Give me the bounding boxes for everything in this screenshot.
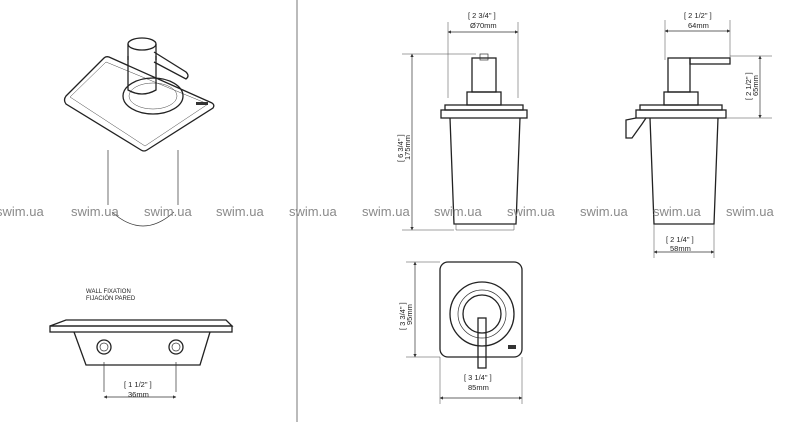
- side-view: [ 2 1/2" ] 64mm [ 2 1/2" ] 65mm [ 2 1/4"…: [625, 11, 772, 258]
- front-width-inches: [ 2 3/4" ]: [468, 11, 496, 20]
- top-view: [ 3 3/4" ] 95mm [ 3 1/4" ] 85mm: [398, 261, 523, 404]
- front-view: [ 2 3/4" ] Ø70mm [ 6 3/4" ] 175mm: [396, 11, 528, 231]
- watermark-text: swim.ua: [507, 204, 555, 219]
- wall-fixation-label-en: WALL FIXATION: [86, 289, 131, 295]
- wall-fixation-label-es: FIJACIÓN PARED: [86, 295, 136, 302]
- perspective-view: [63, 37, 215, 227]
- watermark-text: swim.ua: [144, 204, 192, 219]
- top-width-mm: 85mm: [468, 383, 489, 392]
- side-bottom-width-mm: 58mm: [670, 244, 691, 253]
- front-width-mm: Ø70mm: [470, 21, 497, 30]
- wall-fixation-view: WALL FIXATION FIJACIÓN PARED [ 1 1/2" ] …: [49, 289, 234, 399]
- front-height-mm: 175mm: [403, 135, 412, 160]
- watermark-text: swim.ua: [580, 204, 628, 219]
- front-height-inches: [ 6 3/4" ]: [396, 134, 405, 162]
- hole-spacing-mm: 36mm: [128, 390, 149, 399]
- side-top-width-inches: [ 2 1/2" ]: [684, 11, 712, 20]
- hole-spacing-inches: [ 1 1/2" ]: [124, 380, 152, 389]
- watermark-text: swim.ua: [362, 204, 410, 219]
- watermark-row: swim.ua swim.ua swim.ua swim.ua swim.ua …: [0, 204, 774, 219]
- side-height-inches: [ 2 1/2" ]: [744, 72, 753, 100]
- watermark-text: swim.ua: [653, 204, 701, 219]
- top-width-inches: [ 3 1/4" ]: [464, 373, 492, 382]
- watermark-text: swim.ua: [71, 204, 119, 219]
- side-top-width-mm: 64mm: [688, 21, 709, 30]
- side-bottom-width-inches: [ 2 1/4" ]: [666, 235, 694, 244]
- watermark-text: swim.ua: [0, 204, 44, 219]
- watermark-text: swim.ua: [216, 204, 264, 219]
- watermark-text: swim.ua: [289, 204, 337, 219]
- top-height-inches: [ 3 3/4" ]: [398, 302, 407, 330]
- watermark-text: swim.ua: [726, 204, 774, 219]
- watermark-text: swim.ua: [434, 204, 482, 219]
- top-height-mm: 95mm: [405, 304, 414, 325]
- side-height-mm: 65mm: [751, 75, 760, 96]
